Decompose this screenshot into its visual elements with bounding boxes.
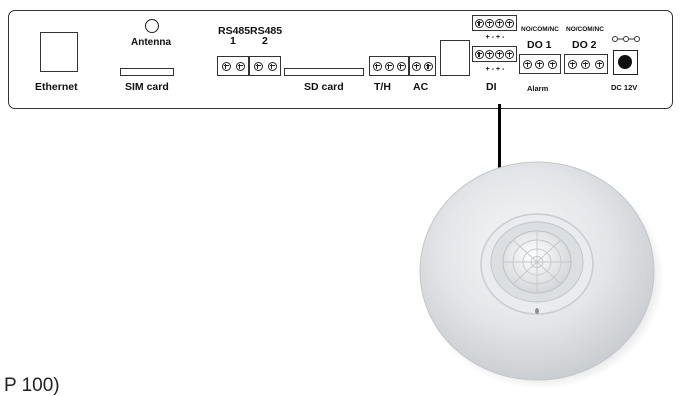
sim-card-label: SIM card (125, 81, 169, 93)
ac-terminal (409, 56, 436, 76)
screw-icon (396, 61, 406, 71)
rs485-2-label: RS485 (250, 25, 283, 37)
dc-jack-icon (613, 50, 638, 75)
sim-card-slot (120, 68, 174, 76)
screw-icon (372, 61, 382, 71)
screw-icon (484, 49, 494, 59)
screw-icon (505, 49, 515, 59)
screw-icon (581, 59, 591, 69)
ethernet-label: Ethernet (35, 81, 78, 93)
di-terminal-top (472, 15, 517, 31)
screw-icon (495, 49, 505, 59)
screw-icon (253, 61, 263, 71)
di-terminal-bottom (472, 46, 517, 62)
screw-icon (522, 59, 532, 69)
di-signs-bottom: + - + - (485, 66, 505, 73)
screw-icon (474, 18, 484, 28)
screw-icon (535, 59, 545, 69)
do2-header: NO/COM/NC (566, 26, 604, 33)
ac-label: AC (413, 81, 429, 93)
do1-terminal (519, 54, 561, 74)
screw-icon (423, 61, 433, 71)
sd-card-slot (284, 68, 364, 76)
controller-panel (8, 10, 673, 109)
dc-12v-label: DC 12V (611, 83, 638, 92)
do2-terminal (564, 54, 608, 74)
screw-icon (484, 18, 494, 28)
screw-icon (548, 59, 558, 69)
screw-icon (505, 18, 515, 28)
di-signs-top: + - + - (485, 34, 505, 41)
di-label: DI (486, 81, 497, 93)
screw-icon (568, 59, 578, 69)
rs485-1-terminal (217, 56, 249, 76)
rs485-2-terminal (249, 56, 281, 76)
sd-card-label: SD card (304, 81, 344, 93)
th-label: T/H (374, 81, 391, 93)
alarm-label: Alarm (527, 84, 549, 93)
antenna-label: Antenna (131, 37, 171, 48)
connector-block (440, 40, 470, 76)
screw-icon (495, 18, 505, 28)
rs485-2-number: 2 (262, 35, 268, 47)
ethernet-port-icon (40, 32, 78, 72)
screw-icon (267, 61, 277, 71)
sensor-wire (498, 104, 501, 172)
dc-polarity-icon (612, 36, 640, 42)
rs485-1-label: RS485 (218, 25, 251, 37)
screw-icon (412, 61, 422, 71)
screw-icon (474, 49, 484, 59)
screw-icon (221, 61, 231, 71)
figure-caption: P 100) (4, 375, 60, 396)
do1-label: DO 1 (527, 39, 552, 51)
screw-icon (384, 61, 394, 71)
do1-header: NO/COM/NC (521, 26, 559, 33)
screw-icon (235, 61, 245, 71)
th-terminal (369, 56, 409, 76)
screw-icon (594, 59, 604, 69)
antenna-icon (145, 19, 159, 33)
rs485-1-number: 1 (230, 35, 236, 47)
do2-label: DO 2 (572, 39, 597, 51)
